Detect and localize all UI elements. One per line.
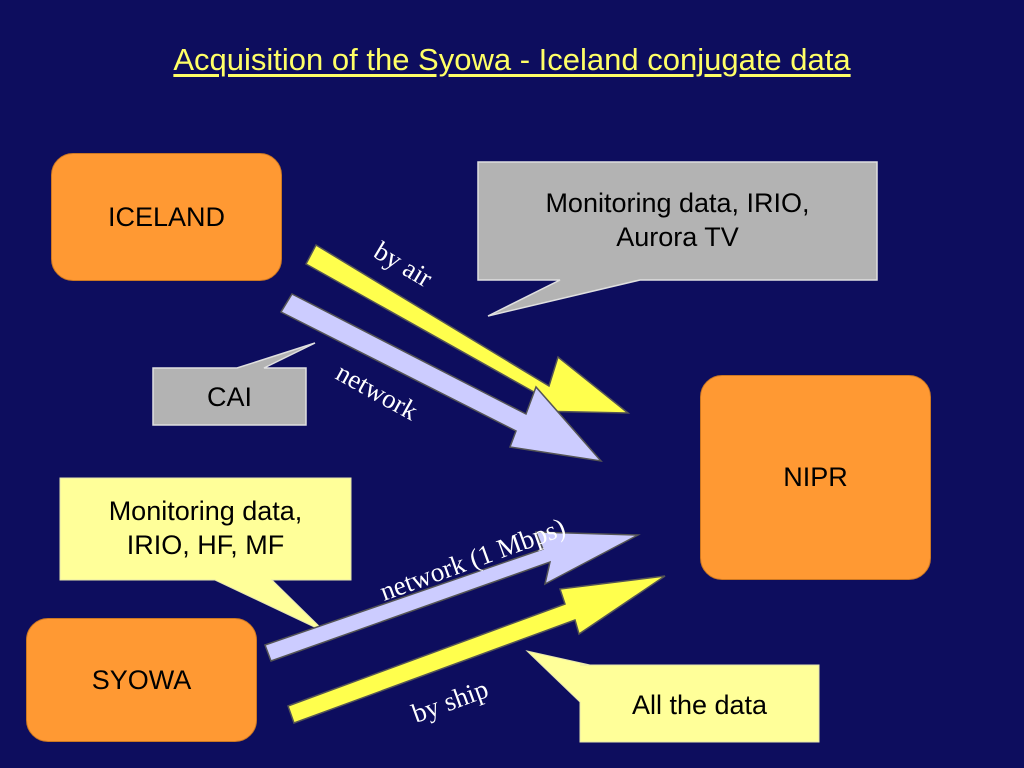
node-nipr: NIPR [700, 375, 931, 580]
callout-syowa-monitoring-line1: Monitoring data, [108, 496, 303, 526]
node-iceland-label: ICELAND [107, 201, 226, 232]
callout-cai-text: CAI [206, 382, 252, 412]
callout-cai [152, 342, 316, 426]
callout-iceland-monitoring-line2: Aurora TV [616, 222, 739, 252]
callout-syowa-monitoring-text: Monitoring data, IRIO, HF, MF [60, 494, 351, 562]
callout-syowa-monitoring-line2: IRIO, HF, MF [126, 530, 285, 560]
arrow-by-ship [287, 575, 666, 724]
node-nipr-label: NIPR [783, 462, 848, 492]
callout-iceland-monitoring-text: Monitoring data, IRIO, Aurora TV [478, 186, 877, 254]
node-syowa: SYOWA [26, 618, 257, 742]
node-syowa-label: SYOWA [91, 664, 192, 695]
slide-title: Acquisition of the Syowa - Iceland conju… [173, 42, 851, 77]
callout-iceland-monitoring [477, 161, 878, 317]
callout-all-data [525, 650, 820, 743]
arrow-network [279, 293, 603, 463]
callout-all-data-text: All the data [631, 690, 768, 720]
node-iceland: ICELAND [51, 153, 282, 281]
arrow-network-1mbps [264, 531, 641, 662]
callout-iceland-monitoring-line1: Monitoring data, IRIO, [545, 188, 810, 218]
callout-syowa-monitoring [59, 477, 352, 633]
label-by-ship: by ship [408, 674, 492, 729]
arrow-by-air [304, 243, 631, 414]
